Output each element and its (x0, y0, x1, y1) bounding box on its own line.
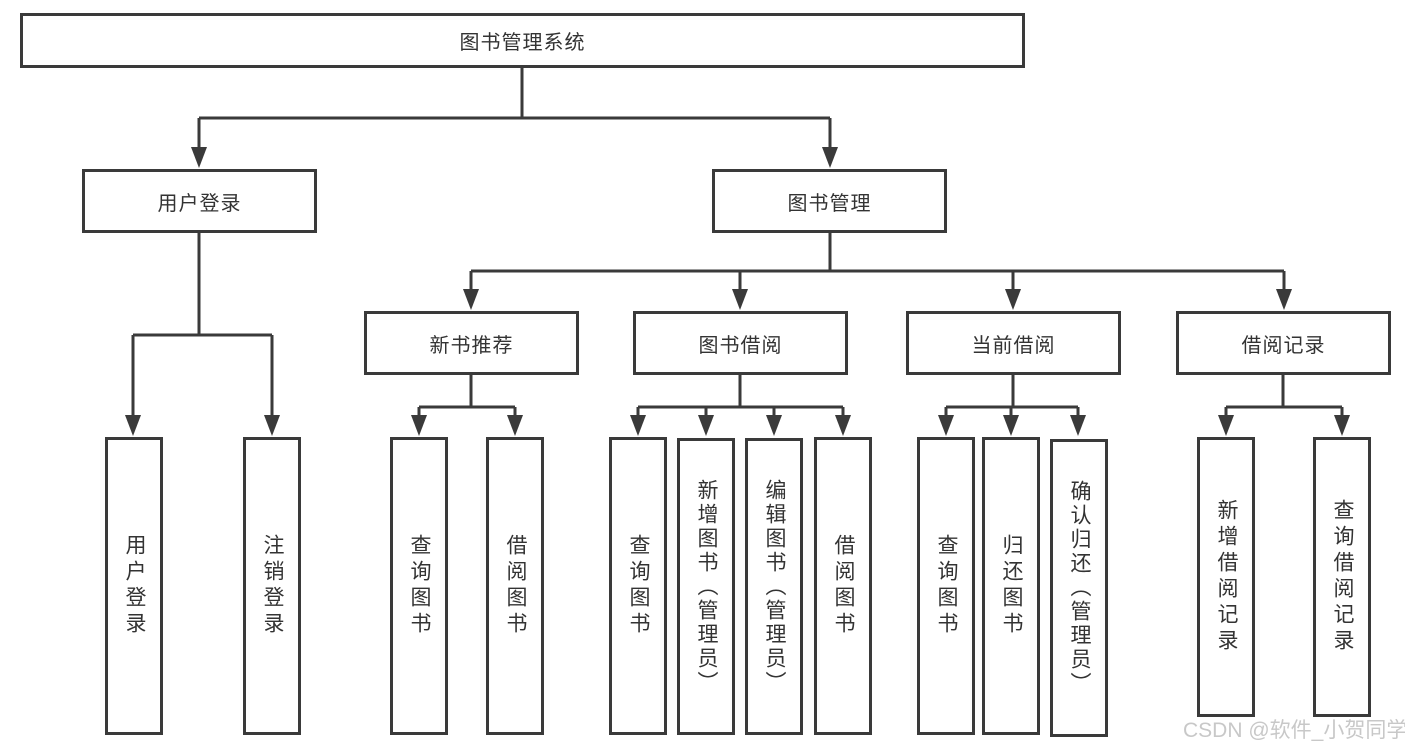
node-book-borrowing: 图书借阅 (633, 311, 848, 375)
leaf-records-query-record: 查询借阅记录 (1313, 437, 1371, 717)
leaf-borrow-borrow-books: 借阅图书 (814, 437, 872, 735)
leaf-logout: 注销登录 (243, 437, 301, 735)
leaf-newbooks-query-books: 查询图书 (390, 437, 448, 735)
node-new-book-recommend: 新书推荐 (364, 311, 579, 375)
node-current-borrowing: 当前借阅 (906, 311, 1121, 375)
csdn-watermark: CSDN @软件_小贺同学 (1183, 719, 1405, 742)
leaf-user-login: 用户登录 (105, 437, 163, 735)
leaf-newbooks-borrow-books: 借阅图书 (486, 437, 544, 735)
node-book-management: 图书管理 (712, 169, 947, 233)
leaf-borrow-add-books-admin: 新增图书（管理员） (677, 438, 735, 735)
leaf-records-add-record: 新增借阅记录 (1197, 437, 1255, 717)
node-borrowing-records: 借阅记录 (1176, 311, 1391, 375)
node-user-login: 用户登录 (82, 169, 317, 233)
leaf-current-return-books: 归还图书 (982, 437, 1040, 735)
arrowheads (125, 147, 1350, 436)
leaf-borrow-query-books: 查询图书 (609, 437, 667, 735)
leaf-current-query-books: 查询图书 (917, 437, 975, 735)
leaf-current-confirm-return-admin: 确认归还（管理员） (1050, 439, 1108, 737)
node-library-system: 图书管理系统 (20, 13, 1025, 68)
leaf-borrow-edit-books-admin: 编辑图书（管理员） (745, 438, 803, 735)
